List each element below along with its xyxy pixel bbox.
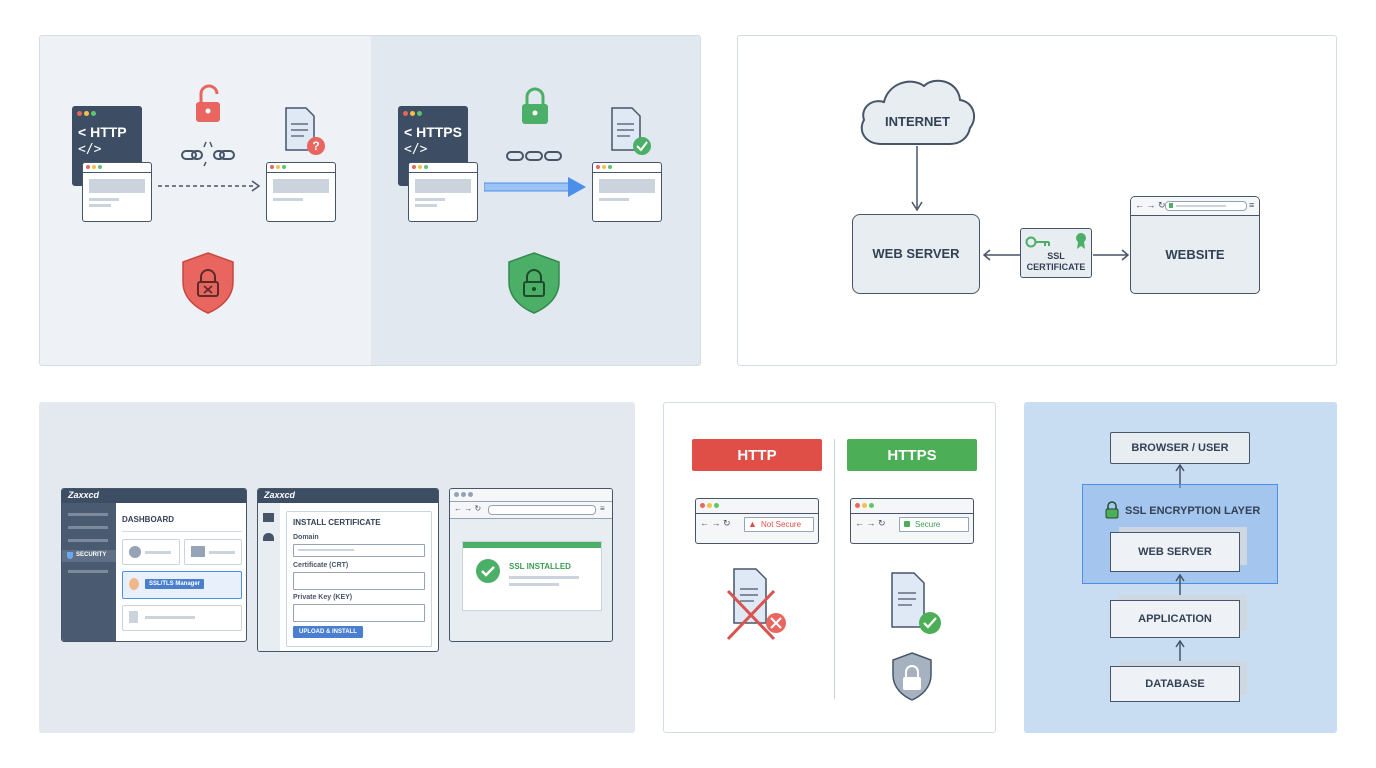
unlocked-padlock-icon — [196, 84, 220, 122]
browser-user-box: BROWSER / USER — [1110, 432, 1250, 464]
broken-link-icon — [181, 141, 235, 167]
svg-text:?: ? — [312, 139, 319, 153]
domain-input[interactable] — [293, 544, 425, 557]
http-vs-https-panel: < HTTP </> — [39, 35, 701, 366]
checked-document-icon — [891, 572, 941, 634]
award-ribbon-icon — [1076, 233, 1086, 249]
dashboard-sidebar: SECURITY — [62, 503, 116, 641]
internet-to-server-arrow — [911, 146, 923, 212]
green-lock-icon — [1105, 501, 1119, 519]
ssl-installed-window: ← → ↻ ≡ SSL INSTALLED — [449, 488, 613, 642]
secure-address-bar[interactable]: Secure — [899, 517, 969, 532]
https-badge: HTTPS — [847, 439, 977, 471]
sidebar-item-security[interactable]: SECURITY — [62, 550, 116, 562]
check-circle-icon — [476, 559, 500, 583]
https-label: HTTPS — [416, 124, 462, 140]
website-window: ← → ↻ ≡ WEBSITE — [1130, 196, 1260, 294]
locked-padlock-icon — [522, 87, 548, 124]
secure-label: Secure — [915, 520, 941, 529]
insecure-browser: ← → ↻ ▲ Not Secure — [695, 498, 819, 544]
http-badge: HTTP — [692, 439, 822, 471]
certificate-textarea[interactable] — [293, 572, 425, 590]
http-browser-window — [82, 162, 152, 222]
ssl-flow-panel: INTERNET WEB SERVER SSL CERTIFICATE ← → … — [737, 35, 1337, 366]
database-layer: DATABASE — [1110, 666, 1240, 702]
https-browser-window — [408, 162, 478, 222]
not-secure-address-bar[interactable]: ▲ Not Secure — [744, 517, 814, 532]
shield-icon — [67, 552, 73, 559]
safe-shield-icon — [508, 252, 560, 314]
upload-install-button[interactable]: UPLOAD & INSTALL — [293, 626, 363, 638]
users-icon — [263, 533, 274, 541]
stack-arrow — [1175, 574, 1185, 598]
crossed-document-icon — [726, 568, 786, 641]
hosting-panel: Zaxxcd SECURITY DASHBOARD SSL/TLS Manage… — [39, 402, 635, 733]
document-question-icon: ? — [285, 107, 325, 155]
certificate-label: CERTIFICATE — [1026, 262, 1086, 272]
key-label: Private Key (KEY) — [293, 594, 353, 601]
crt-label: Certificate (CRT) — [293, 562, 349, 569]
server-cert-arrow — [982, 249, 1020, 261]
dashboard-card[interactable] — [122, 605, 242, 631]
ssl-label: SSL — [1047, 251, 1065, 261]
dashboard-title: DASHBOARD — [122, 515, 174, 524]
install-success-card: SSL INSTALLED — [462, 541, 602, 611]
grid-icon — [263, 513, 274, 522]
encrypted-arrow — [484, 177, 586, 197]
internet-label: INTERNET — [885, 114, 950, 129]
install-certificate-window: Zaxxcd INSTALL CERTIFICATE Domain Certif… — [257, 488, 439, 652]
chain-link-icon — [506, 151, 562, 161]
dashboard-window: Zaxxcd SECURITY DASHBOARD SSL/TLS Manage… — [61, 488, 247, 642]
document-check-icon — [611, 107, 651, 155]
dashboard-card[interactable] — [122, 539, 180, 565]
https-destination-window — [592, 162, 662, 222]
private-key-textarea[interactable] — [293, 604, 425, 622]
dashboard-card[interactable] — [184, 539, 242, 565]
certificate-icon — [129, 578, 139, 590]
dashed-arrow — [158, 180, 261, 192]
http-destination-window — [266, 162, 336, 222]
security-nav-label: SECURITY — [76, 552, 107, 558]
web-server-label: WEB SERVER — [872, 246, 960, 261]
ssl-manager-card[interactable]: SSL/TLS Manager — [122, 571, 242, 599]
web-server-box: WEB SERVER — [852, 214, 980, 294]
web-server-layer: WEB SERVER — [1110, 532, 1240, 572]
address-bar[interactable] — [488, 505, 596, 515]
hosting-logo: Zaxxcd — [264, 490, 296, 500]
stack-arrow — [1175, 640, 1185, 664]
internet-cloud-icon — [860, 79, 976, 145]
lock-icon — [904, 521, 910, 527]
browser-security-panel: HTTP HTTPS ← → ↻ ▲ Not Secure — [663, 402, 996, 733]
website-label: WEBSITE — [1165, 247, 1225, 262]
cert-website-arrow — [1093, 249, 1130, 261]
http-label: HTTP — [90, 124, 127, 140]
key-icon — [1025, 236, 1050, 248]
ssl-layer-stack-panel: BROWSER / USER SSL ENCRYPTION LAYER WEB … — [1024, 402, 1337, 733]
ssl-installed-text: SSL INSTALLED — [509, 562, 571, 571]
ssl-manager-button[interactable]: SSL/TLS Manager — [145, 579, 205, 589]
ssl-certificate-card: SSL CERTIFICATE — [1020, 228, 1092, 278]
application-layer: APPLICATION — [1110, 600, 1240, 638]
install-certificate-title: INSTALL CERTIFICATE — [293, 518, 381, 527]
warning-icon: ▲ — [748, 519, 757, 529]
lock-shield-icon — [892, 652, 932, 701]
panel-divider — [834, 439, 835, 699]
not-secure-label: Not Secure — [761, 520, 802, 529]
domain-label: Domain — [293, 534, 319, 541]
secure-browser: ← → ↻ Secure — [850, 498, 974, 544]
unsafe-shield-icon — [182, 252, 234, 314]
hosting-logo: Zaxxcd — [68, 490, 100, 500]
